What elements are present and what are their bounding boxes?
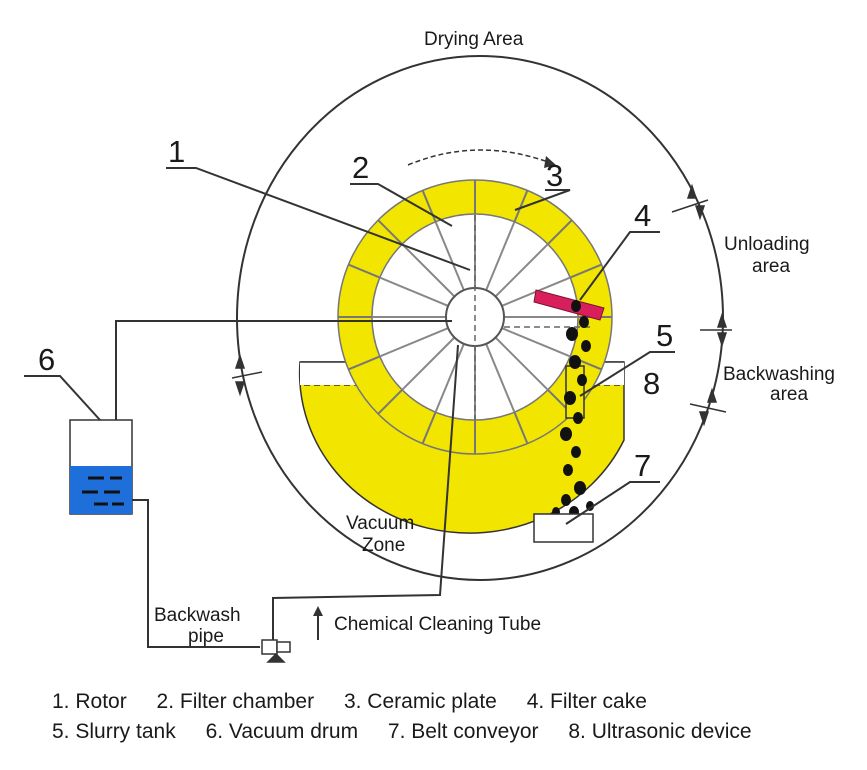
- ceramic-plate-divider: [421, 190, 437, 223]
- unloading-area-label-2: area: [752, 256, 790, 277]
- rotor-spoke: [401, 243, 456, 298]
- callout-2: 2: [352, 150, 369, 185]
- filter-cake-drop: [579, 316, 589, 328]
- legend-row-1: 1. Rotor 2. Filter chamber 3. Ceramic pl…: [52, 690, 671, 714]
- rotor-spoke: [379, 327, 449, 358]
- rotor-spoke: [485, 221, 516, 291]
- vacuum-zone-label-1: Vacuum: [346, 513, 414, 534]
- rotor-spoke: [434, 343, 465, 413]
- legend-item: 5. Slurry tank: [52, 720, 176, 743]
- rotor-spoke: [501, 327, 571, 358]
- filter-cake-drop: [574, 481, 586, 495]
- filter-cake-drop: [564, 391, 576, 405]
- callout-4: 4: [634, 198, 651, 233]
- vacuum-zone-label-2: Zone: [362, 535, 405, 556]
- ceramic-plate-divider: [377, 389, 403, 415]
- rotor-spokes: [372, 214, 578, 420]
- legend-item: 8. Ultrasonic device: [568, 720, 752, 743]
- unloading-area-label-1: Unloading: [724, 234, 810, 255]
- ceramic-plate-divider: [513, 411, 529, 444]
- filter-cake-drop: [573, 412, 583, 424]
- callout-8: 8: [643, 366, 660, 401]
- rotor-spoke: [379, 276, 449, 307]
- rotation-arrow: [407, 149, 557, 166]
- callout-5: 5: [656, 318, 673, 353]
- legend-row-2: 5. Slurry tank 6. Vacuum drum 7. Belt co…: [52, 720, 776, 744]
- rotor-spoke: [485, 343, 516, 413]
- belt-conveyor: [533, 513, 594, 543]
- rotation-arrow-head: [544, 156, 556, 168]
- filter-cake-drop: [571, 300, 581, 312]
- filter-cake-drop: [581, 340, 591, 352]
- filter-cake-drop: [561, 494, 571, 506]
- ceramic-plate-divider: [377, 219, 403, 245]
- rotor-spoke: [494, 243, 549, 298]
- callout-6: 6: [38, 342, 55, 377]
- vacuum-drum-water: [70, 466, 132, 514]
- rotor-spoke: [434, 221, 465, 291]
- vacuum-piping: [115, 320, 459, 648]
- filter-diagram: 1 2 3 4 5 6 7 8 Drying Area Unloading ar…: [24, 29, 835, 663]
- backwash-pipe-label-2: pipe: [188, 626, 224, 647]
- ceramic-plate-dividers: [338, 180, 612, 454]
- filter-cake-drop: [577, 374, 587, 386]
- ceramic-plate-divider: [569, 263, 602, 279]
- filter-cake-drop: [571, 446, 581, 458]
- zone-boundary-ticks: [231, 183, 732, 427]
- legend-item: 7. Belt conveyor: [387, 720, 539, 743]
- drying-area-label: Drying Area: [424, 29, 524, 50]
- legend-item: 6. Vacuum drum: [205, 720, 359, 743]
- callout-leaders: [24, 167, 675, 525]
- chemical-cleaning-tube-label: Chemical Cleaning Tube: [334, 614, 541, 635]
- rotor-spoke: [401, 336, 456, 391]
- filter-cake-drop: [563, 464, 573, 476]
- ceramic-plate-divider: [348, 355, 381, 371]
- legend-item: 2. Filter chamber: [156, 690, 315, 713]
- filter-cake-drop: [569, 355, 581, 369]
- legend-item: 1. Rotor: [52, 690, 127, 713]
- backwash-pipe-label-1: Backwash: [154, 605, 241, 626]
- callout-1: 1: [168, 134, 185, 169]
- ceramic-plate-divider: [547, 219, 573, 245]
- callout-3: 3: [546, 158, 563, 193]
- legend-item: 3. Ceramic plate: [343, 690, 497, 713]
- vacuum-drum-bubbles: [82, 476, 124, 506]
- scraper-blade: [533, 289, 605, 321]
- backwash-valve-icon: [261, 639, 291, 663]
- backwashing-area-label-2: area: [770, 384, 808, 405]
- ceramic-plate-divider: [513, 190, 529, 223]
- rotor-spoke: [494, 336, 549, 391]
- legend-item: 4. Filter cake: [526, 690, 647, 713]
- ceramic-plate-divider: [348, 263, 381, 279]
- chemical-cleaning-arrow-head: [313, 606, 323, 616]
- filter-cake-drop: [560, 427, 572, 441]
- callout-7: 7: [634, 448, 651, 483]
- backwashing-area-label-1: Backwashing: [723, 364, 835, 385]
- ceramic-plate-divider: [421, 411, 437, 444]
- filter-cake-drop: [566, 327, 578, 341]
